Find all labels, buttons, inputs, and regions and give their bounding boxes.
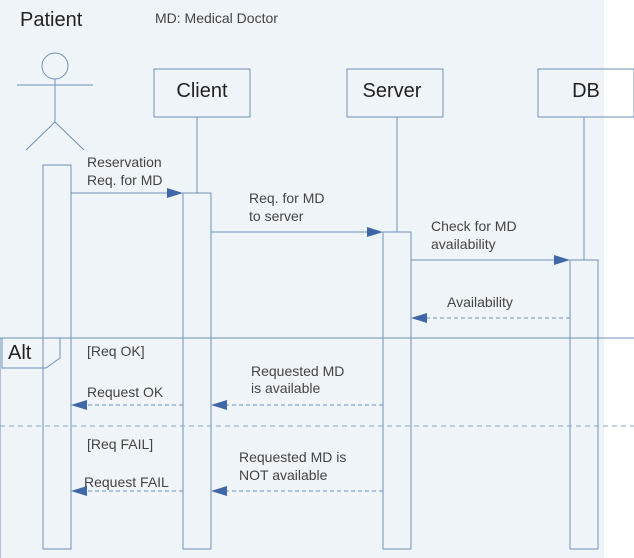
message-md-available-line1: Requested MD [251, 363, 344, 379]
message-request-fail: Request FAIL [71, 474, 183, 496]
message-request-fail-label: Request FAIL [84, 474, 169, 490]
activation-server [382, 231, 412, 550]
patient-actor-icon [17, 52, 93, 151]
activation-client [182, 192, 212, 550]
message-md-not-available-line1: Requested MD is [239, 449, 346, 465]
lifeline-client: Client [153, 68, 251, 193]
message-reservation: Reservation Req. for MD [71, 154, 183, 198]
message-request-ok: Request OK [71, 384, 183, 410]
lifeline-client-label: Client [176, 80, 228, 102]
diagram-background [0, 0, 604, 558]
message-req-to-server-line1: Req. for MD [249, 190, 324, 206]
alt-fragment-tab [1, 337, 61, 369]
message-reservation-line1: Reservation [87, 154, 162, 170]
message-md-not-available-line2: NOT available [239, 467, 328, 483]
guard-req-fail: [Req FAIL] [87, 436, 153, 452]
lifeline-server-label: Server [363, 80, 422, 102]
message-req-to-server-line2: to server [249, 208, 304, 224]
message-req-to-server: Req. for MD to server [211, 190, 383, 237]
legend-note: MD: Medical Doctor [155, 10, 278, 26]
message-check-availability-line2: availability [431, 236, 496, 252]
message-reservation-line2: Req. for MD [87, 172, 162, 188]
message-availability-return-label: Availability [447, 294, 513, 310]
lifeline-db: DB [537, 68, 634, 260]
alt-fragment-label: Alt [8, 342, 32, 364]
activation-db [569, 259, 599, 550]
actor-patient-label: Patient [20, 9, 83, 31]
guard-req-ok: [Req OK] [87, 343, 145, 359]
message-check-availability-line1: Check for MD [431, 218, 517, 234]
lifeline-db-label: DB [572, 80, 600, 102]
message-md-not-available: Requested MD is NOT available [211, 449, 383, 496]
message-availability-return: Availability [411, 294, 570, 323]
message-md-available: Requested MD is available [211, 363, 383, 410]
message-md-available-line2: is available [251, 380, 320, 396]
alt-fragment: Alt [Req OK] [Req FAIL] [0, 337, 634, 558]
message-request-ok-label: Request OK [87, 384, 164, 400]
message-check-availability: Check for MD availability [411, 218, 570, 265]
activation-patient [42, 164, 72, 550]
lifeline-server: Server [346, 68, 444, 232]
